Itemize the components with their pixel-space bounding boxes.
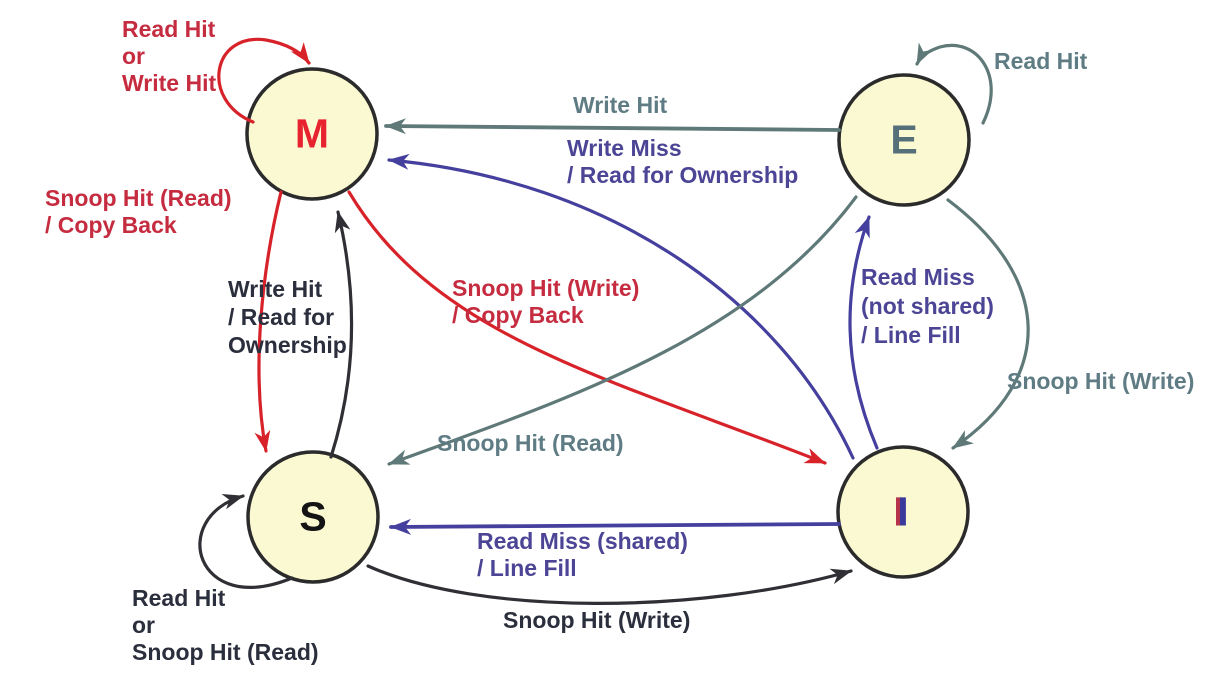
label-e-to-s: Snoop Hit (Read) bbox=[437, 430, 624, 456]
label-m-to-s: Snoop Hit (Read) / Copy Back bbox=[45, 185, 232, 238]
state-e-label: E bbox=[890, 116, 918, 163]
i-to-s-arrow bbox=[389, 518, 841, 535]
state-e-circle bbox=[837, 73, 971, 207]
label-s-to-m: Write Hit / Read for Ownership bbox=[228, 276, 347, 358]
state-i-label: I bbox=[897, 488, 909, 535]
label-m-self: Read Hit or Write Hit bbox=[122, 16, 217, 96]
state-i-circle bbox=[836, 445, 970, 579]
e-to-s-arrow bbox=[387, 195, 858, 466]
state-s-label: S bbox=[299, 493, 327, 540]
m-to-i-arrow bbox=[347, 190, 827, 465]
e-to-m-arrow bbox=[384, 118, 841, 135]
state-s-circle bbox=[246, 450, 380, 584]
label-e-to-i: Snoop Hit (Write) bbox=[1007, 368, 1195, 394]
e-self-loop-arrow bbox=[915, 42, 993, 125]
e-to-i-arrow bbox=[946, 198, 1030, 450]
label-e-to-m: Write Hit bbox=[573, 92, 668, 118]
i-to-m-arrow bbox=[387, 153, 855, 460]
label-e-self: Read Hit bbox=[994, 48, 1088, 74]
m-self-loop-arrow bbox=[217, 37, 311, 124]
label-s-self: Read Hit or Snoop Hit (Read) bbox=[132, 585, 319, 665]
s-to-i-arrow bbox=[366, 564, 853, 605]
label-i-to-m: Write Miss / Read for Ownership bbox=[567, 135, 799, 188]
s-to-m-arrow bbox=[329, 210, 354, 459]
label-i-to-e: Read Miss (not shared) / Line Fill bbox=[861, 264, 994, 348]
state-m-circle bbox=[245, 67, 379, 201]
label-i-to-s: Read Miss (shared) / Line Fill bbox=[477, 528, 688, 581]
label-m-to-i: Snoop Hit (Write) / Copy Back bbox=[452, 275, 640, 328]
label-s-to-i: Snoop Hit (Write) bbox=[503, 607, 691, 633]
m-to-s-arrow bbox=[254, 190, 283, 453]
i-to-e-arrow bbox=[848, 215, 879, 450]
s-self-loop-arrow bbox=[198, 493, 294, 589]
state-m-label: M bbox=[294, 110, 330, 157]
